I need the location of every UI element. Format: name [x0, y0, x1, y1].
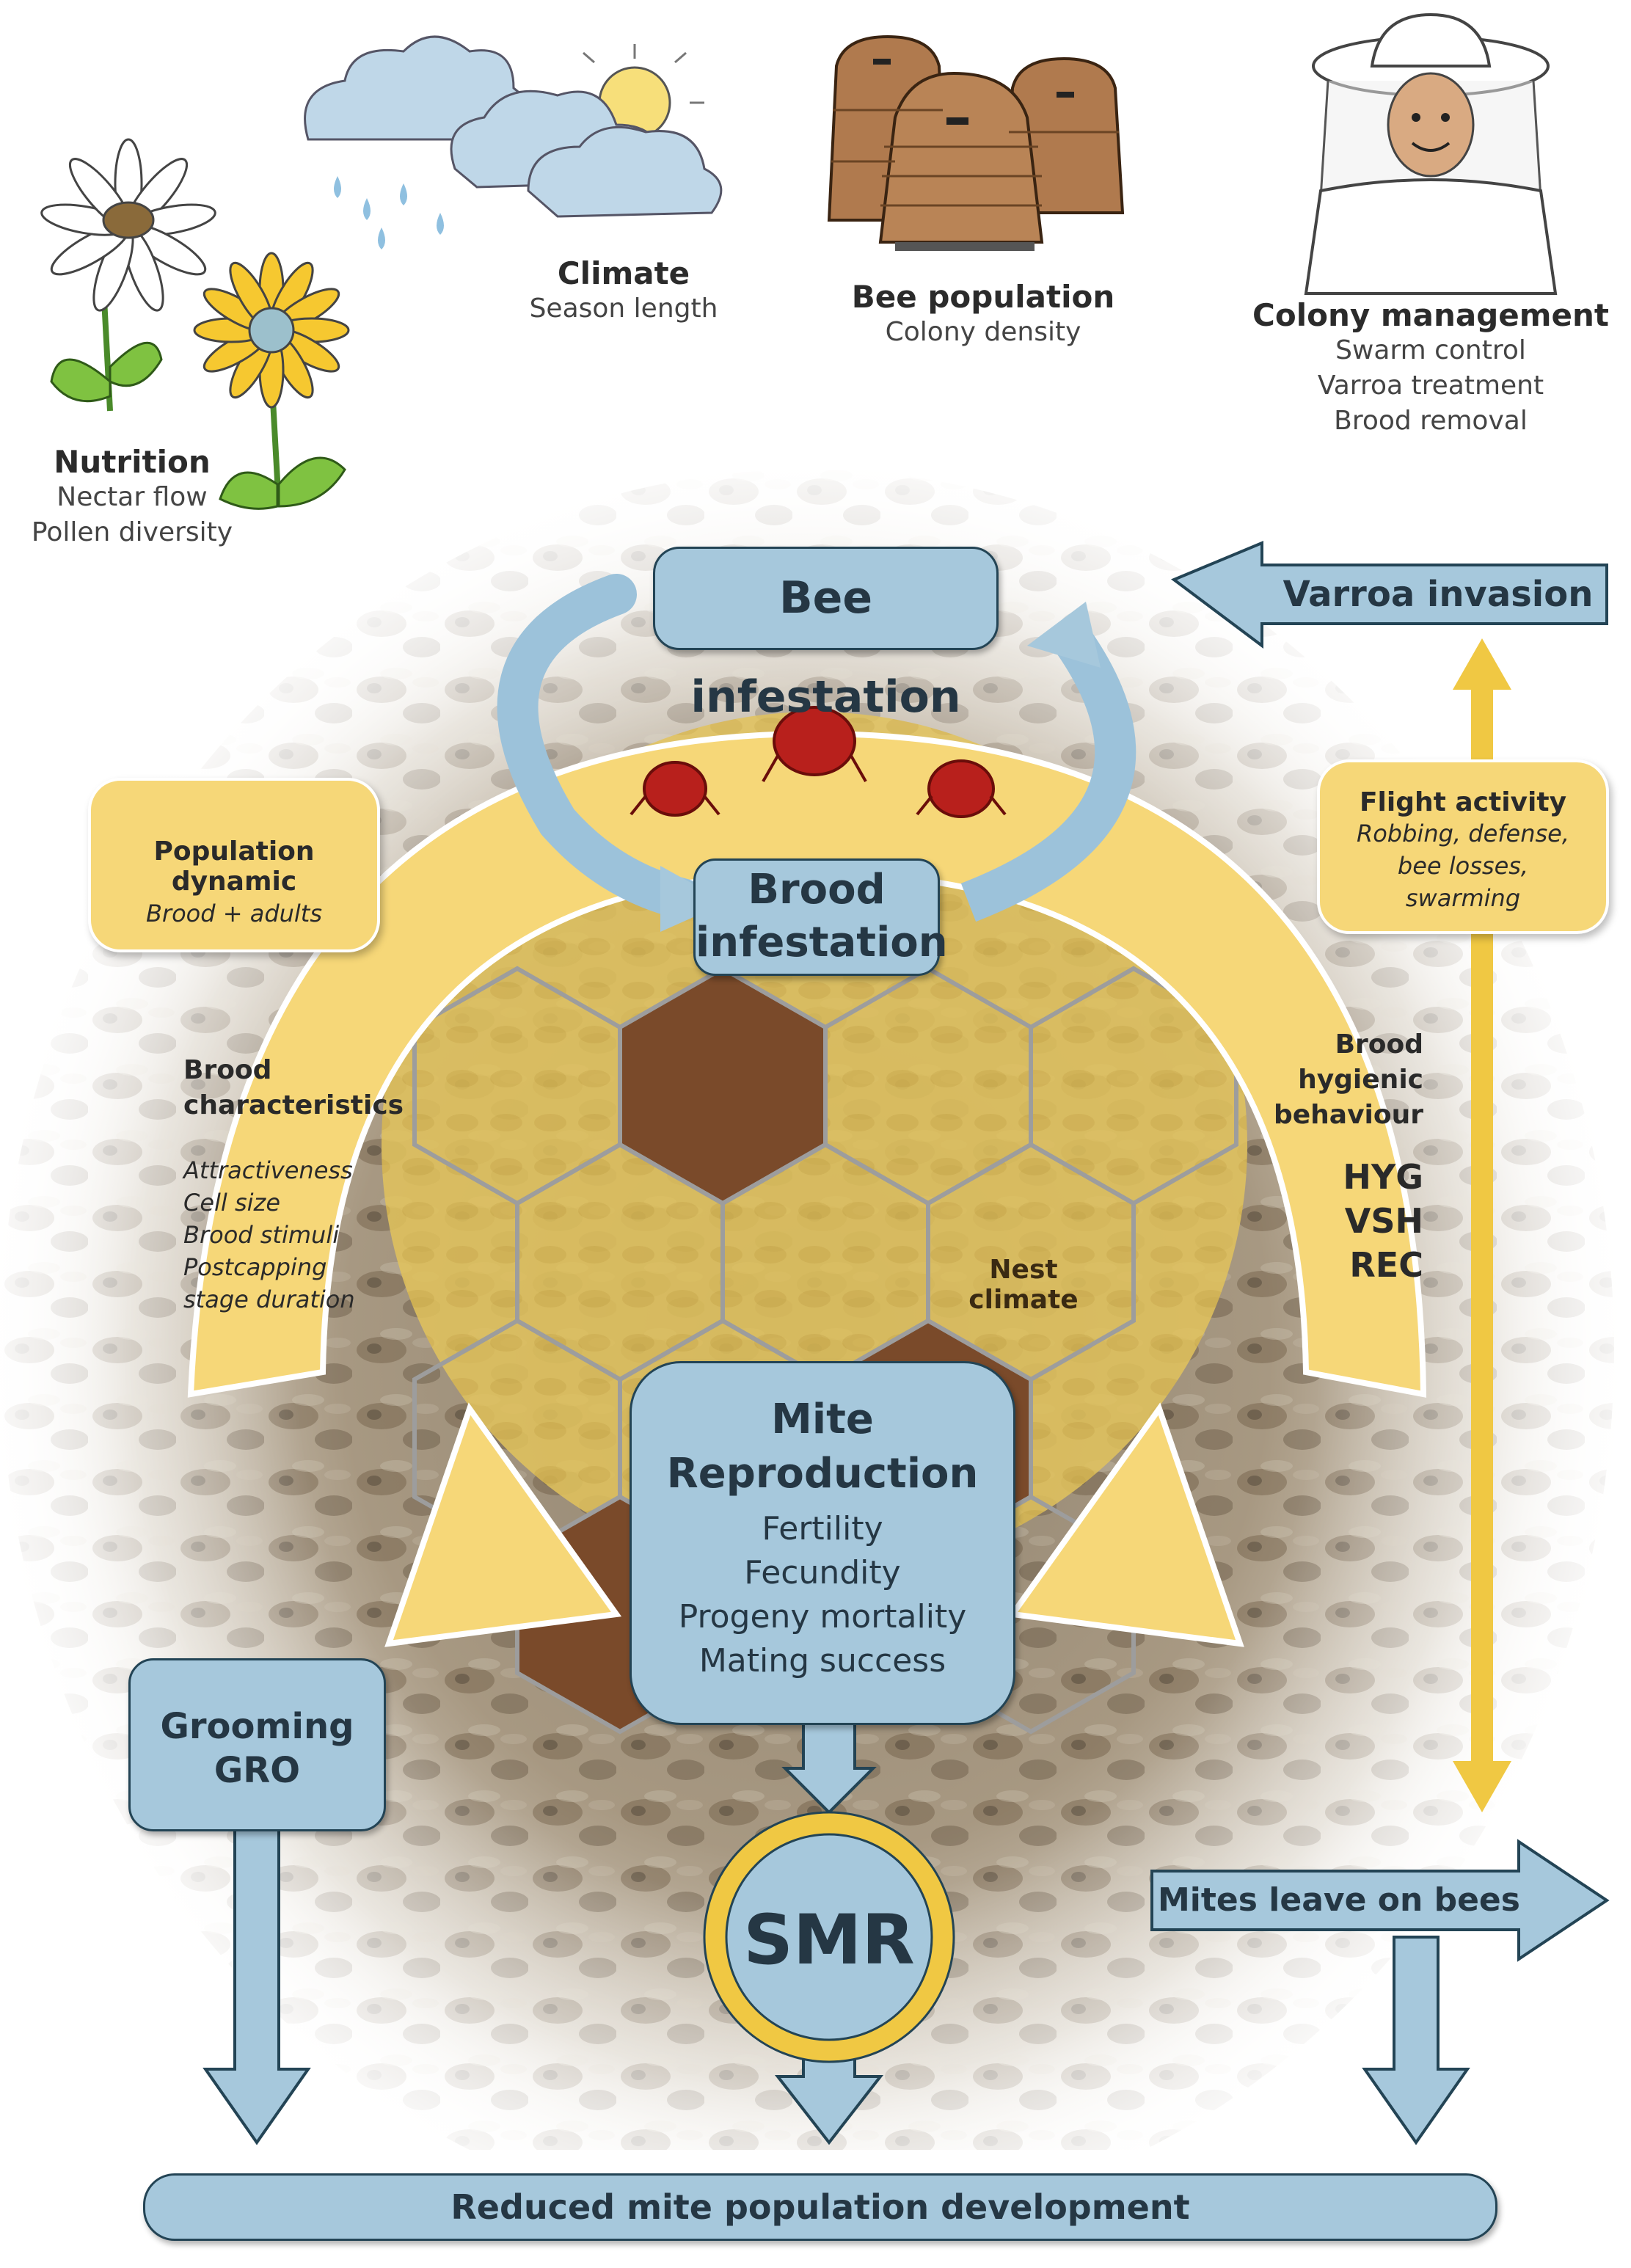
climate-item: Season length: [529, 293, 718, 324]
brood-hygienic-label: Brood hygienic behaviour HYG VSH REC: [1233, 1027, 1423, 1287]
brood-infestation-line: Brood: [748, 866, 886, 914]
outcome-bar: Reduced mite population development: [143, 2173, 1497, 2241]
brood-infestation-box: Brood infestation: [693, 858, 948, 976]
brood-characteristics-item: Brood stimuli: [183, 1221, 340, 1249]
population-dynamic-box: Population dynamic Brood + adults: [88, 778, 380, 952]
brood-characteristics-title: Brood: [183, 1055, 272, 1085]
brood-hygienic-title: behaviour: [1273, 1100, 1423, 1130]
hygienic-code: HYG: [1343, 1157, 1423, 1197]
smr-label: SMR: [743, 1900, 915, 1980]
flight-activity-item: bee losses,: [1397, 852, 1529, 880]
climate-title: Climate: [557, 255, 690, 291]
colony-management-title: Colony management: [1252, 297, 1609, 333]
brood-characteristics-item: Postcapping: [183, 1253, 327, 1281]
mite-reproduction-title: Mite: [771, 1396, 874, 1443]
population-dynamic-title: Population dynamic: [153, 836, 315, 897]
grooming-box: Grooming GRO: [128, 1658, 386, 1831]
brood-hygienic-title: hygienic: [1298, 1065, 1423, 1095]
colony-management-item: Brood removal: [1334, 406, 1528, 436]
bee-population-item: Colony density: [885, 317, 1081, 347]
mite-reproduction-item: Progeny mortality: [678, 1598, 967, 1636]
nutrition-item: Pollen diversity: [31, 517, 233, 547]
nutrition-label: Nutrition Nectar flow Pollen diversity: [29, 444, 235, 550]
mites-leave-label: Mites leave on bees: [1158, 1881, 1520, 1919]
bee-population-title: Bee population: [851, 279, 1115, 315]
mites-leave-arrow: [1150, 1839, 1610, 1962]
outcome-text: Reduced mite population development: [450, 2187, 1190, 2227]
flight-activity-box: Flight activity Robbing, defense, bee lo…: [1317, 759, 1609, 934]
flight-activity-title: Flight activity: [1359, 787, 1567, 817]
mite-reproduction-title: Reproduction: [666, 1450, 979, 1498]
flight-activity-item: swarming: [1405, 884, 1521, 912]
mite-reproduction-item: Mating success: [698, 1642, 946, 1680]
flight-activity-item: Robbing, defense,: [1356, 820, 1570, 847]
varroa-mites: [630, 706, 1007, 818]
beekeeper-illustration: [1304, 12, 1558, 295]
population-dynamic-subtitle: Brood + adults: [145, 900, 323, 927]
nest-climate-label: Nest climate: [968, 1255, 1079, 1315]
mite-reproduction-item: Fertility: [762, 1510, 883, 1547]
bee-population-label: Bee population Colony density: [836, 279, 1130, 350]
brood-characteristics-item: stage duration: [183, 1286, 355, 1313]
smr-circle: [703, 1811, 955, 2063]
varroa-invasion-label: Varroa invasion: [1282, 574, 1594, 615]
brood-characteristics-item: Cell size: [183, 1189, 281, 1217]
mite-reproduction-item: Fecundity: [744, 1554, 901, 1591]
climate-label: Climate Season length: [499, 255, 748, 327]
brood-hygienic-title: Brood: [1335, 1029, 1423, 1060]
nutrition-title: Nutrition: [54, 444, 211, 480]
infestation-cycle-arrows: [497, 574, 1136, 932]
weather-illustration: [304, 35, 723, 249]
brood-characteristics-item: Attractiveness: [183, 1156, 353, 1184]
beehives-illustration: [827, 34, 1125, 251]
colony-management-item: Swarm control: [1335, 335, 1526, 365]
brood-characteristics-label: Brood characteristics Attractiveness Cel…: [183, 1053, 426, 1316]
colony-management-label: Colony management Swarm control Varroa t…: [1247, 297, 1614, 439]
grooming-code: GRO: [214, 1750, 301, 1791]
grooming-title: Grooming: [160, 1706, 354, 1747]
mite-reproduction-box: Mite Reproduction Fertility Fecundity Pr…: [630, 1361, 1015, 1725]
colony-management-item: Varroa treatment: [1317, 371, 1544, 401]
varroa-invasion-arrow: [1171, 541, 1608, 649]
flowers-illustration: [40, 138, 350, 510]
brood-characteristics-title: characteristics: [183, 1090, 404, 1120]
hygienic-code: REC: [1349, 1245, 1423, 1285]
bee-infestation-text: Bee infestation: [690, 572, 961, 723]
yellow-cycle-arrows: [187, 730, 1427, 1647]
bee-infestation-box: Bee infestation: [653, 547, 999, 723]
brood-infestation-line: infestation: [696, 919, 948, 966]
hygienic-code: VSH: [1344, 1201, 1423, 1241]
nutrition-item: Nectar flow: [56, 482, 208, 512]
